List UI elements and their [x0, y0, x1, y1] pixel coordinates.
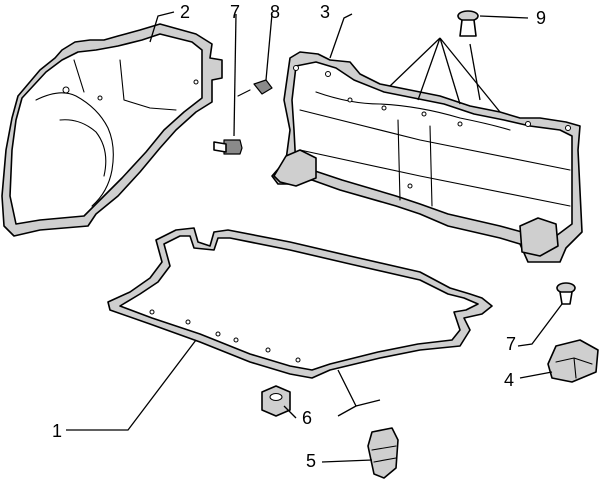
callout-6: 6 — [302, 408, 312, 428]
callout-1: 1 — [52, 421, 62, 441]
callout-7-lower: 7 — [506, 334, 516, 354]
bracket-block — [547, 339, 599, 383]
callout-2: 2 — [180, 2, 190, 22]
bolt-fastener-upper — [213, 139, 243, 155]
clip-fastener-right — [556, 282, 576, 305]
callout-labels: 1 2 3 4 5 6 7 7 8 9 — [52, 2, 546, 471]
floor-mat — [107, 227, 493, 379]
callout-5: 5 — [306, 451, 316, 471]
callout-9: 9 — [536, 8, 546, 28]
side-trim-panel — [1, 23, 223, 237]
push-clip-fastener — [457, 10, 479, 37]
rear-back-panel — [271, 51, 583, 263]
hex-nut — [261, 385, 291, 417]
callout-7-upper: 7 — [230, 2, 240, 22]
callout-8: 8 — [270, 2, 280, 22]
leader-lines — [66, 11, 563, 463]
expansion-plug — [367, 427, 399, 479]
screw-fastener — [237, 79, 273, 97]
callout-4: 4 — [504, 370, 514, 390]
callout-3: 3 — [320, 2, 330, 22]
